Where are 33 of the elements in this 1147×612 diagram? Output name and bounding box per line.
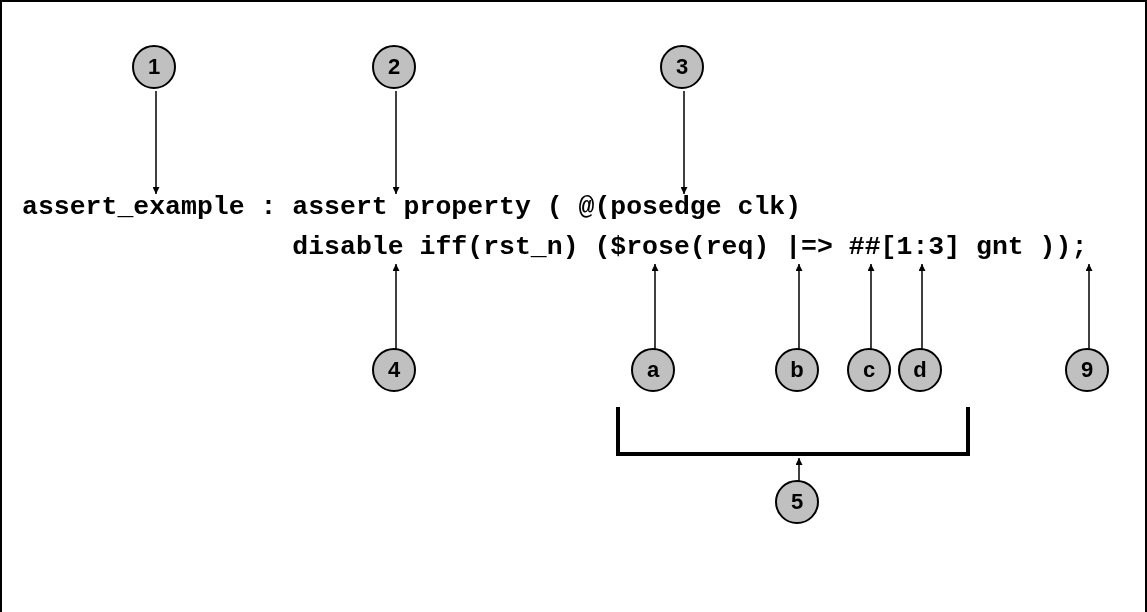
arrow — [867, 263, 875, 351]
code-token: [1:3] — [880, 232, 961, 262]
callout-number: 9 — [1065, 348, 1109, 392]
callout-number: 1 — [132, 45, 176, 89]
code-token: disable iff(rst_n) — [292, 232, 579, 262]
arrow — [795, 263, 803, 351]
arrow — [680, 90, 688, 195]
callout-number: d — [898, 348, 942, 392]
code-token: ($rose(req) — [594, 232, 770, 262]
callout-number: 3 — [660, 45, 704, 89]
code-token: assert property ( — [292, 192, 563, 222]
code-token: : — [260, 192, 277, 222]
code-token: @(posedge clk) — [578, 192, 802, 222]
code-token: |=> — [785, 232, 833, 262]
arrow — [1085, 263, 1093, 351]
callout-number: 4 — [372, 348, 416, 392]
arrow — [918, 263, 926, 351]
callout-number: c — [847, 348, 891, 392]
code-token: ; — [1071, 232, 1088, 262]
arrow — [651, 263, 659, 351]
code-token: )) — [1039, 232, 1072, 262]
arrow — [392, 263, 400, 351]
arrow — [152, 90, 160, 195]
bracket — [616, 407, 970, 456]
callout-number: 5 — [775, 480, 819, 524]
arrow — [392, 90, 400, 195]
code-token: ## — [848, 232, 881, 262]
callout-number: a — [631, 348, 675, 392]
code-token: gnt — [976, 232, 1024, 262]
callout-number: 2 — [372, 45, 416, 89]
code-token: assert_example — [22, 192, 245, 222]
arrow — [795, 457, 803, 483]
callout-number: b — [775, 348, 819, 392]
